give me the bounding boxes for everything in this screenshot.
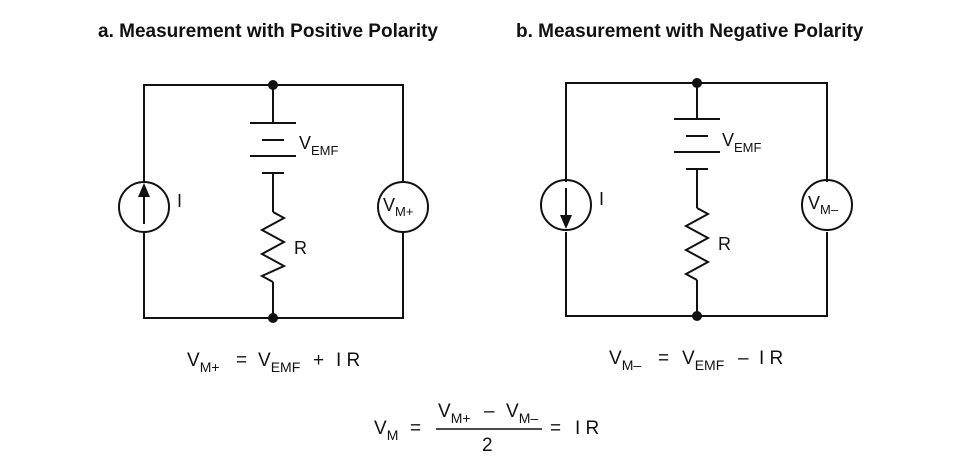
svg-text:I R: I R (575, 418, 599, 439)
combined-equation: VM = VM+ – VM– 2 = I R (374, 401, 599, 456)
current-source-a (118, 181, 170, 233)
svg-text:VEMF: VEMF (682, 348, 724, 373)
resistor-label-b: R (718, 234, 731, 254)
svg-text:+: + (313, 350, 324, 371)
node-b-bottom (692, 311, 702, 321)
meter-label-b: VM– (808, 193, 839, 217)
battery-a (250, 122, 296, 174)
svg-text:VM+: VM+ (438, 401, 471, 426)
emf-label-a: VEMF (299, 133, 339, 158)
svg-text:VM+: VM+ (187, 350, 220, 375)
svg-text:VM–: VM– (609, 348, 641, 373)
resistor-label-a: R (294, 238, 307, 258)
svg-text:VM–: VM– (506, 401, 538, 426)
emf-label-b: VEMF (722, 130, 762, 155)
voltmeter-b (801, 179, 853, 231)
svg-text:=: = (236, 350, 247, 371)
svg-text:=: = (550, 418, 561, 439)
battery-b (674, 118, 720, 170)
svg-text:I R: I R (336, 350, 360, 371)
resistor-b (683, 207, 711, 281)
voltmeter-a (377, 181, 429, 233)
svg-text:–: – (484, 401, 495, 422)
svg-text:=: = (658, 348, 669, 369)
panel-b-title: b. Measurement with Negative Polarity (516, 21, 864, 42)
arrow-up-icon (138, 183, 150, 197)
current-label-a: I (177, 191, 182, 211)
svg-text:=: = (410, 418, 421, 439)
equation-b: VM– = VEMF – I R (609, 348, 783, 373)
current-label-b: I (599, 189, 604, 209)
equation-a: VM+ = VEMF + I R (187, 350, 360, 375)
circuit-a (118, 80, 429, 323)
svg-text:VM: VM (374, 418, 398, 443)
panel-a-title: a. Measurement with Positive Polarity (98, 21, 438, 42)
circuit-b (540, 78, 853, 321)
arrow-down-icon (560, 215, 572, 229)
node-a-top (268, 80, 278, 90)
node-b-top (692, 78, 702, 88)
svg-text:–: – (738, 348, 749, 369)
svg-text:I R: I R (759, 348, 783, 369)
meter-label-a: VM+ (383, 195, 413, 219)
svg-text:VEMF: VEMF (258, 350, 300, 375)
node-a-bottom (268, 313, 278, 323)
svg-text:2: 2 (482, 435, 493, 456)
current-source-b (540, 179, 592, 231)
resistor-a (259, 211, 287, 283)
